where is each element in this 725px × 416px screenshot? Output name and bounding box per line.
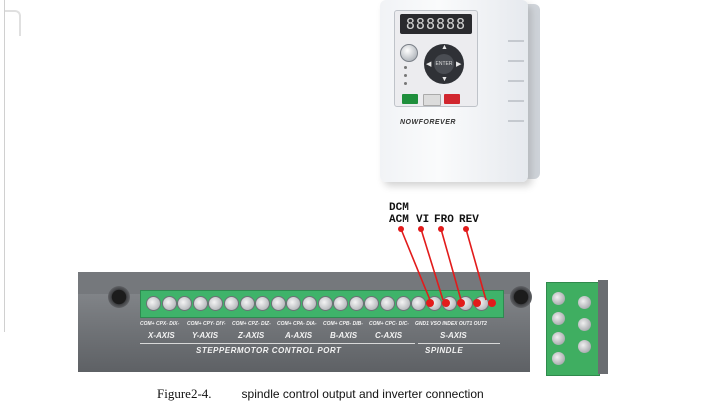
terminal-screw bbox=[208, 296, 224, 311]
enter-key: ENTER bbox=[434, 54, 454, 74]
potentiometer-knob-icon bbox=[400, 44, 418, 62]
vent-slot bbox=[508, 60, 524, 62]
terminal-screw bbox=[224, 296, 239, 311]
screw-hole-icon bbox=[510, 286, 532, 308]
side-terminal bbox=[578, 318, 591, 331]
vent-slot bbox=[508, 40, 524, 42]
terminal-screw bbox=[348, 296, 364, 311]
pin-labels-y: COM+ CPY- DIY- bbox=[187, 321, 226, 327]
terminal-screw bbox=[364, 296, 380, 311]
port-divider bbox=[140, 343, 415, 344]
spindle-divider bbox=[418, 343, 500, 344]
wire-connection-dot bbox=[457, 299, 465, 307]
signal-label-dcm: DCM bbox=[389, 202, 409, 214]
vent-slot bbox=[508, 80, 524, 82]
axis-label-s: S-AXIS bbox=[440, 331, 467, 340]
signal-label-rev: REV bbox=[459, 214, 479, 226]
terminal-screw bbox=[255, 296, 271, 311]
figure-number: Figure2-4. bbox=[157, 386, 212, 401]
signal-label-acm: ACM bbox=[389, 214, 409, 226]
terminal-screw bbox=[192, 296, 208, 311]
terminal-screw bbox=[161, 296, 177, 311]
terminal-screw bbox=[146, 296, 161, 311]
terminal-screw bbox=[239, 296, 255, 311]
wire-connection-dot bbox=[488, 299, 496, 307]
wire-connection-dot bbox=[473, 299, 481, 307]
terminal-screw bbox=[302, 296, 317, 311]
side-terminal bbox=[552, 332, 565, 345]
figure-caption: Figure2-4. spindle control output and inv… bbox=[157, 386, 484, 402]
side-terminal bbox=[552, 352, 565, 365]
axis-label-z: Z-AXIS bbox=[238, 331, 265, 340]
vent-slot bbox=[508, 100, 524, 102]
mode-key bbox=[423, 94, 441, 106]
spindle-label: SPINDLE bbox=[425, 346, 464, 355]
terminal-screw bbox=[380, 296, 395, 311]
page-edge bbox=[4, 0, 5, 332]
pin-labels-z: COM+ CPZ- DIZ- bbox=[232, 321, 271, 327]
signal-label-fro: FRO bbox=[434, 214, 454, 226]
axis-label-c: C-AXIS bbox=[375, 331, 403, 340]
terminal-screw bbox=[333, 296, 349, 311]
axis-label-a: A-AXIS bbox=[285, 331, 313, 340]
side-terminal bbox=[552, 292, 565, 305]
inverter-display: 888888 bbox=[400, 14, 472, 34]
screw-hole-icon bbox=[108, 286, 130, 308]
arrow-down-icon: ▼ bbox=[441, 76, 448, 83]
status-led bbox=[404, 66, 407, 69]
arrow-right-icon: ▶ bbox=[456, 61, 462, 68]
pin-labels-c: COM+ CPC- DIC- bbox=[369, 321, 409, 327]
figure-caption-text: spindle control output and inverter conn… bbox=[241, 387, 484, 401]
axis-label-y: Y-AXIS bbox=[192, 331, 219, 340]
terminal-screw bbox=[177, 296, 193, 311]
controller-board-edge bbox=[598, 280, 608, 374]
side-terminal bbox=[578, 296, 591, 309]
terminal-screw bbox=[270, 296, 286, 311]
inverter-image: 888888 ▲ ▼ ◀ ▶ ENTER NOWFOREVER bbox=[370, 0, 548, 188]
terminal-screw bbox=[395, 296, 411, 311]
status-led bbox=[404, 82, 407, 85]
status-led bbox=[404, 74, 407, 77]
side-terminal bbox=[578, 340, 591, 353]
run-key bbox=[402, 94, 418, 104]
signal-label-vi: VI bbox=[416, 214, 430, 226]
axis-label-x: X-AXIS bbox=[148, 331, 175, 340]
stop-key bbox=[444, 94, 460, 104]
terminal-screw bbox=[286, 296, 302, 311]
pin-labels-x: COM+ CPX- DIX- bbox=[140, 321, 180, 327]
stepper-port-label: STEPPERMOTOR CONTROL PORT bbox=[196, 346, 342, 355]
wire-connection-dot bbox=[426, 299, 434, 307]
axis-label-b: B-AXIS bbox=[330, 331, 358, 340]
pin-labels-b: COM+ CPB- DIB- bbox=[323, 321, 363, 327]
pin-labels-s: GND1 VSO INDEX OUT1 OUT2 bbox=[415, 321, 487, 327]
arrow-left-icon: ◀ bbox=[426, 61, 432, 68]
side-terminal bbox=[552, 312, 565, 325]
page-corner bbox=[5, 10, 21, 36]
wire-connection-dot bbox=[442, 299, 450, 307]
terminal-screw bbox=[317, 296, 333, 311]
pin-labels-a: COM+ CPA- DIA- bbox=[277, 321, 317, 327]
vent-slot bbox=[508, 120, 524, 122]
inverter-brand: NOWFOREVER bbox=[400, 119, 456, 126]
arrow-up-icon: ▲ bbox=[441, 44, 448, 51]
